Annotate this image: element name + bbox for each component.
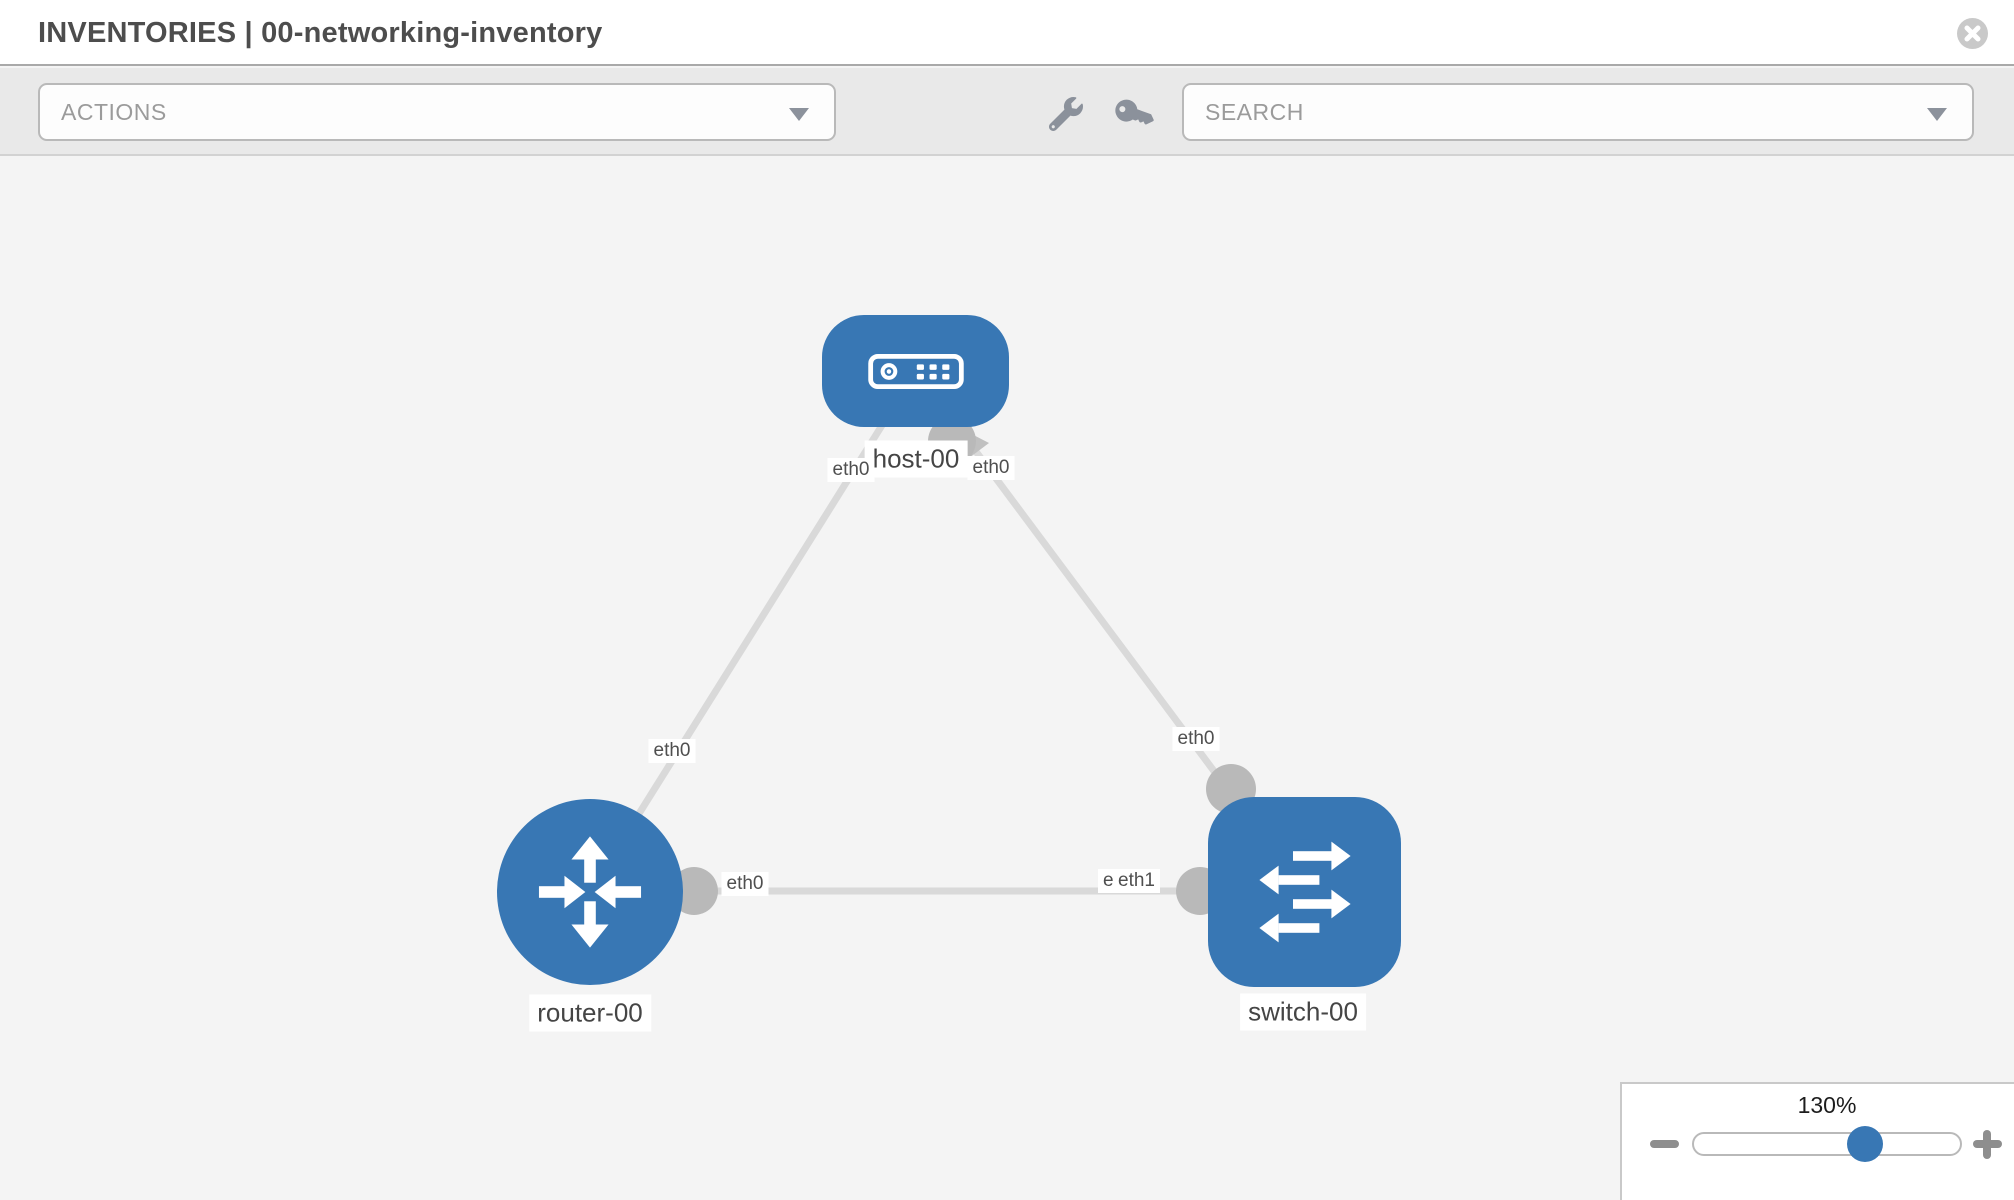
actions-dropdown-value: ACTIONS (61, 99, 167, 125)
switch-icon (1258, 841, 1351, 943)
actions-dropdown[interactable]: ACTIONS (38, 83, 836, 141)
toolbar: ACTIONS SEARCH (0, 68, 2014, 156)
zoom-slider-thumb[interactable] (1847, 1126, 1883, 1162)
node-label-router: router-00 (529, 994, 651, 1032)
chevron-down-icon (1927, 108, 1947, 121)
node-label-host: host-00 (864, 440, 968, 478)
topology-canvas[interactable] (0, 158, 2014, 1200)
search-dropdown-value: SEARCH (1205, 99, 1304, 125)
zoom-percentage: 130% (1797, 1092, 1857, 1118)
if-label-host-to-router: eth0 (827, 458, 875, 482)
close-button[interactable] (1957, 18, 1988, 49)
if-label-router-to-host: eth0 (648, 739, 696, 763)
node-label-switch: switch-00 (1240, 993, 1366, 1031)
close-icon (1957, 18, 1988, 49)
node-router-00[interactable] (497, 799, 683, 985)
page-title: INVENTORIES | 00-networking-inventory (38, 17, 603, 49)
if-label-switch-to-host: eth0 (1172, 727, 1220, 751)
zoom-out-button[interactable] (1650, 1140, 1679, 1148)
link-host-router[interactable] (587, 369, 919, 894)
configure-button[interactable] (1048, 97, 1083, 132)
node-host-00[interactable] (822, 315, 1009, 427)
credentials-button[interactable] (1115, 97, 1154, 131)
if-label-host-to-switch: eth0 (967, 456, 1015, 480)
host-icon (867, 353, 964, 389)
wrench-icon (1048, 97, 1083, 132)
node-switch-00[interactable] (1208, 797, 1401, 987)
if-label-router-to-switch: eth0 (721, 872, 769, 896)
header-bar: INVENTORIES | 00-networking-inventory (0, 0, 2014, 66)
zoom-control-panel: 130% (1620, 1082, 2014, 1200)
plus-icon (1983, 1130, 1991, 1159)
key-icon (1115, 99, 1154, 125)
zoom-in-button[interactable] (1973, 1130, 2002, 1159)
router-icon (538, 836, 642, 948)
zoom-slider-track[interactable] (1692, 1132, 1962, 1156)
if-label-switch-to-router: eth1 (1113, 869, 1160, 893)
search-dropdown[interactable]: SEARCH (1182, 83, 1974, 141)
chevron-down-icon (789, 108, 809, 121)
